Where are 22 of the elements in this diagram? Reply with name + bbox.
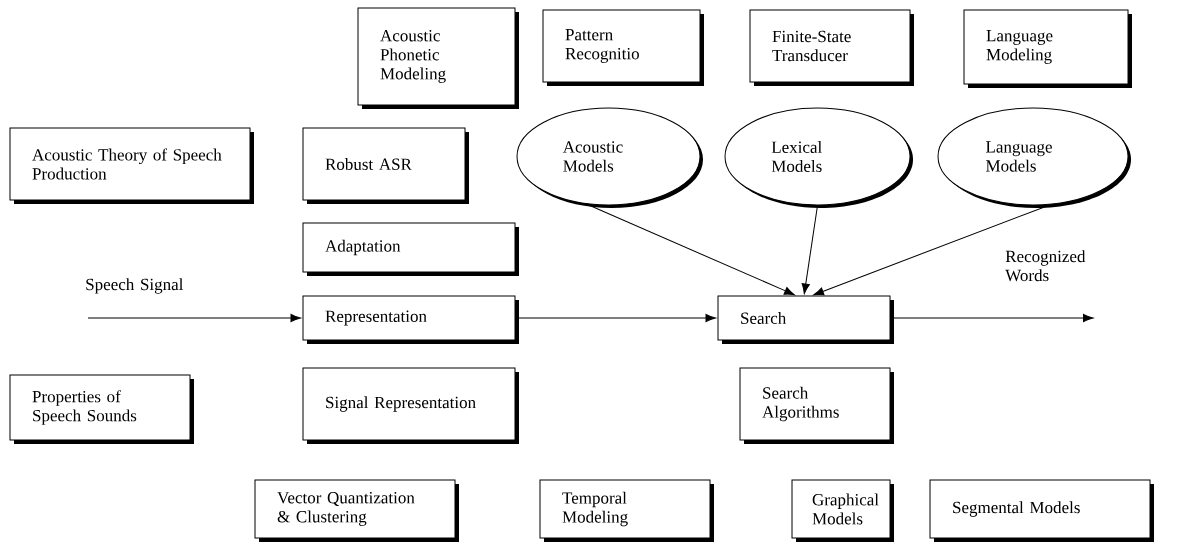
- process-box: Search: [717, 295, 894, 344]
- process-box: Acoustic Phonetic Modeling: [357, 7, 519, 109]
- process-box: Properties of Speech Sounds: [9, 374, 194, 444]
- process-box: Adaptation: [302, 222, 519, 276]
- process-box: Vector Quantization & Clustering: [254, 479, 459, 542]
- process-box: Language Modeling: [963, 9, 1132, 88]
- process-box: Robust ASR: [302, 127, 469, 204]
- edge-label: Recognized Words: [1005, 250, 1086, 282]
- process-box: Search Algorithms: [739, 367, 894, 444]
- process-box: Segmental Models: [929, 479, 1154, 542]
- process-box: Acoustic Theory of Speech Production: [9, 127, 254, 204]
- arrow: [585, 203, 795, 296]
- edge-label: Speech Signal: [86, 278, 184, 294]
- process-box: Finite-State Transducer: [749, 9, 914, 86]
- process-box: Representation: [302, 295, 519, 344]
- process-box: Signal Representation: [302, 367, 519, 444]
- arrow: [801, 205, 818, 294]
- process-box: Pattern Recognitio: [542, 9, 704, 86]
- process-box: Graphical Models: [791, 479, 894, 542]
- arrow: [87, 313, 301, 323]
- arrow: [813, 204, 1052, 296]
- process-box: Temporal Modeling: [539, 479, 714, 542]
